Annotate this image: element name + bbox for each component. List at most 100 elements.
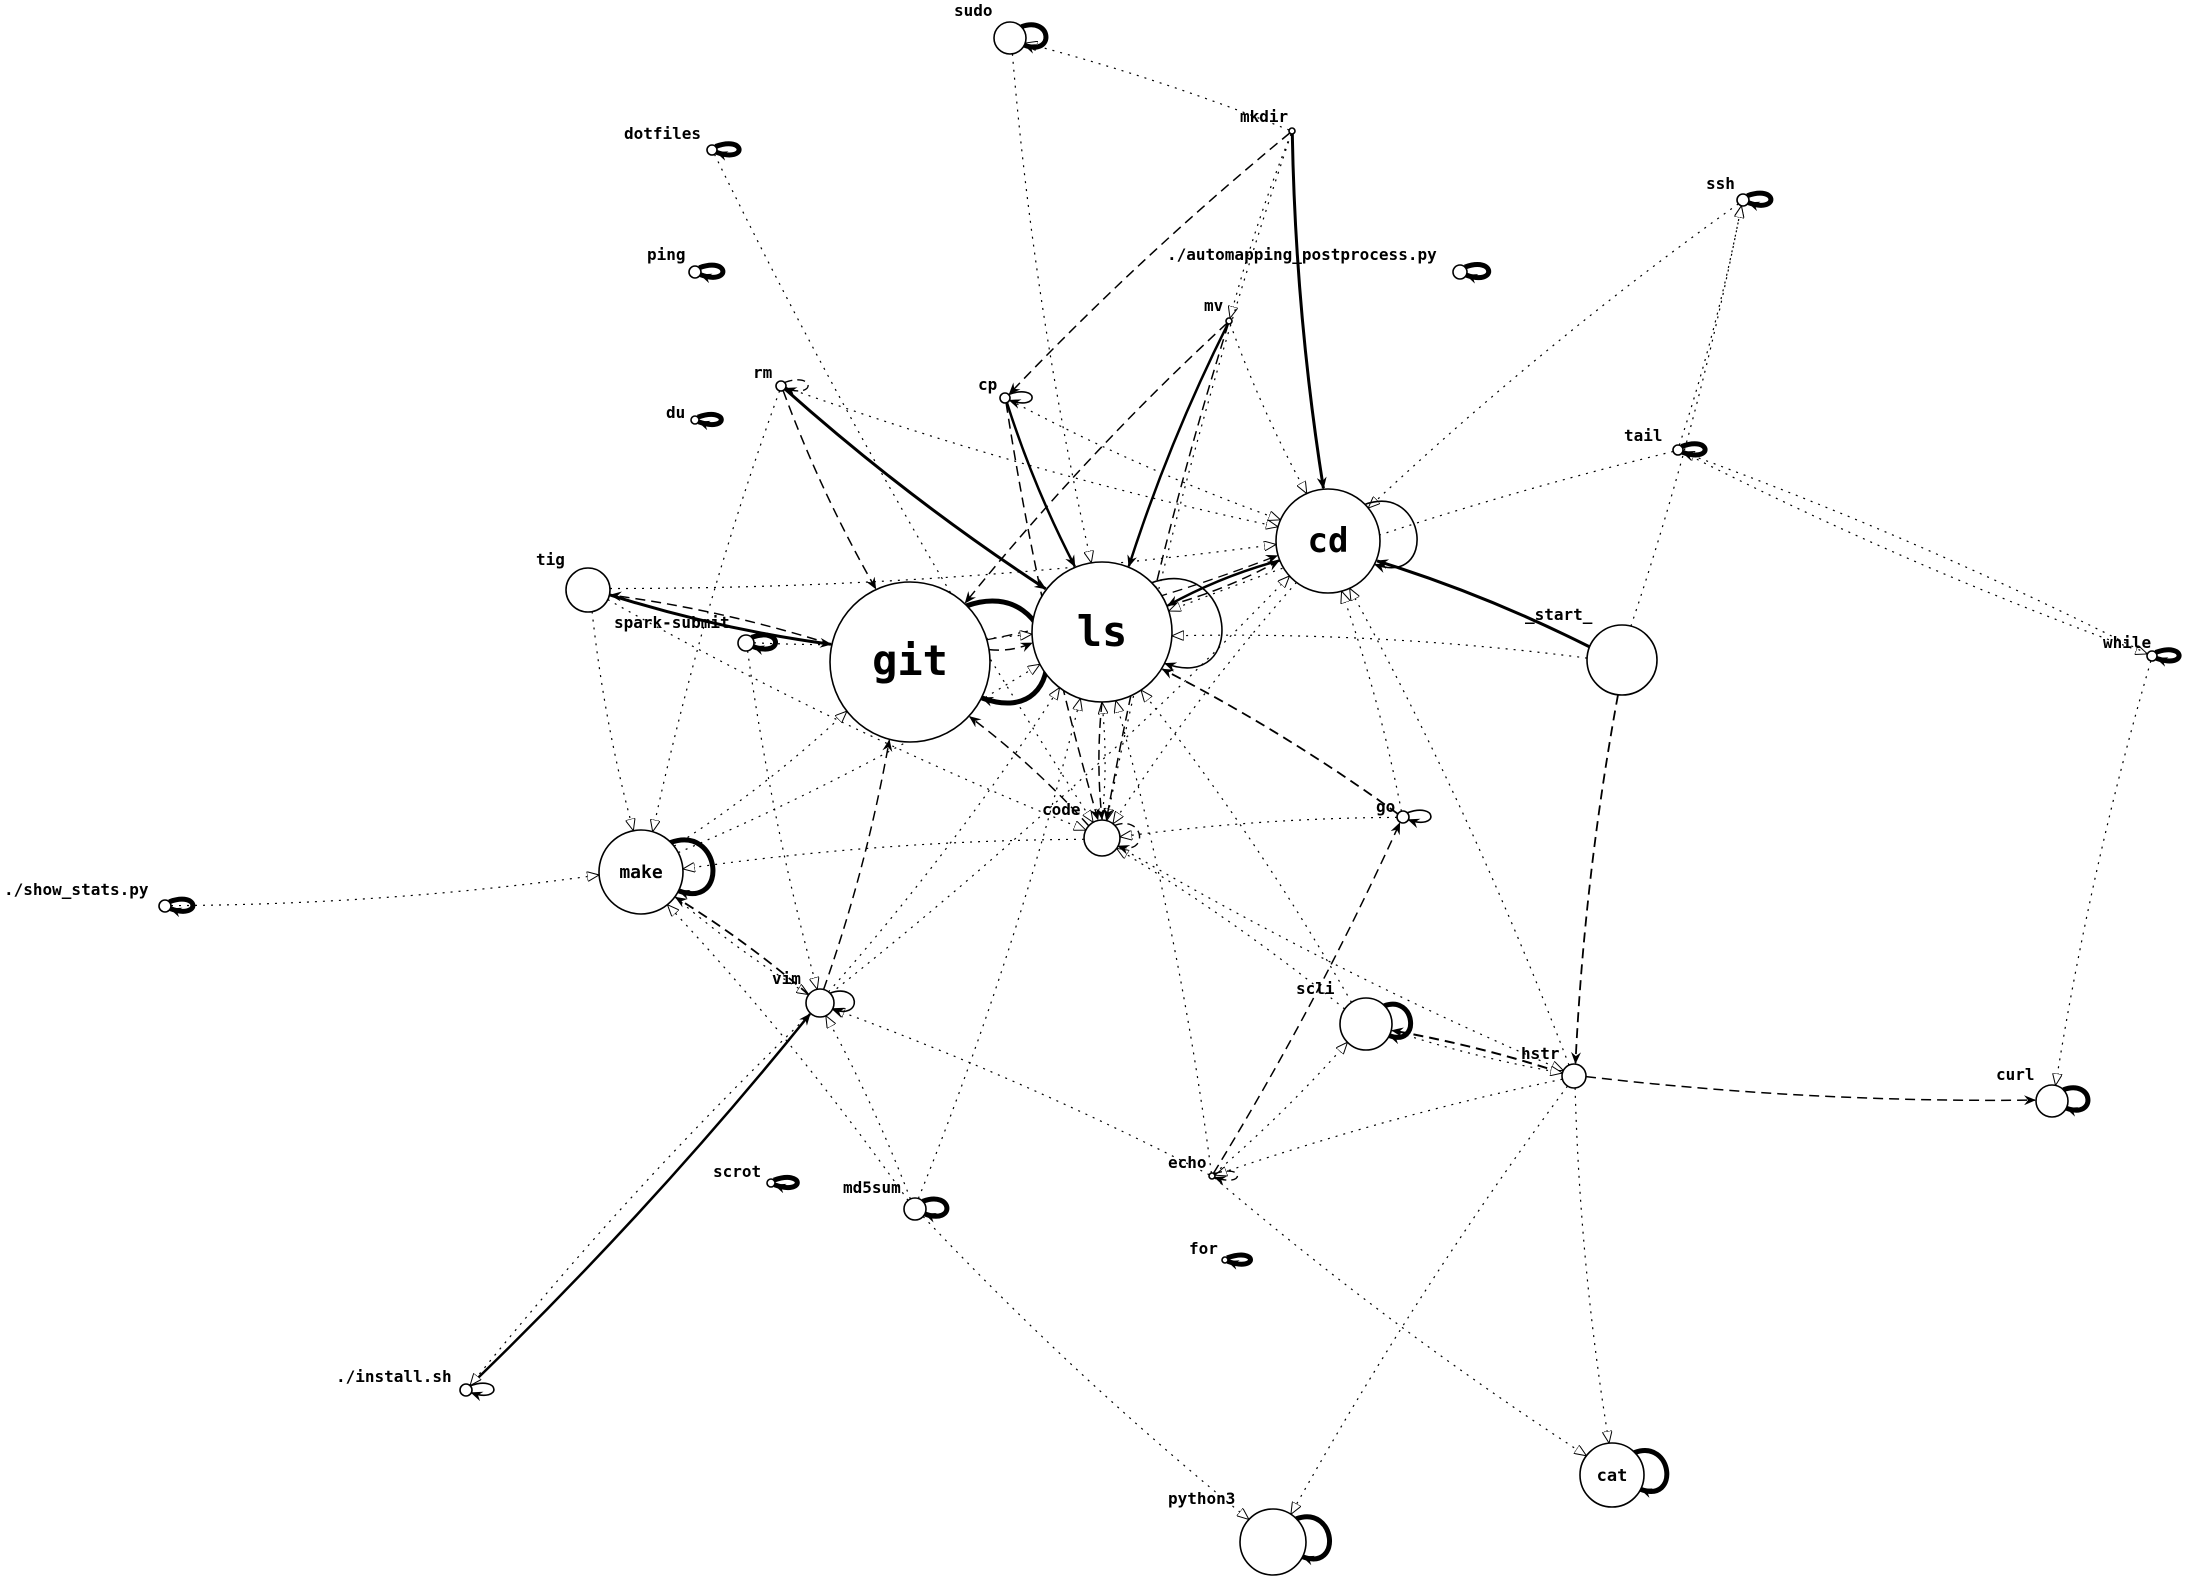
self-loop-automapping: [1464, 262, 1492, 284]
self-loop-ping: [698, 262, 726, 284]
self-loop-curl: [2062, 1085, 2091, 1117]
node-cp: [999, 392, 1011, 404]
edge-code-to-make: [684, 838, 1085, 869]
edge-echo-to-ls: [1116, 702, 1212, 1174]
edge-hstr-to-echo: [1216, 1078, 1563, 1175]
edge-tail-to-ssh: [1678, 207, 1741, 446]
node-start: [1586, 624, 1658, 696]
node-label-cd: cd: [1308, 521, 1349, 561]
node-md5sum: [903, 1197, 927, 1221]
self-loop-scrot: [772, 1174, 800, 1194]
self-loop-go: [1406, 809, 1432, 829]
node-label-rm: rm: [753, 363, 773, 382]
self-loop-make: [669, 837, 716, 900]
edge-dotfiles-to-code: [713, 154, 1093, 821]
edge-hstr-to-curl: [1585, 1075, 2036, 1106]
edge-echo-to-vim: [834, 1009, 1210, 1176]
edge-start-to-ls: [1173, 635, 1588, 659]
node-label-mkdir: mkdir: [1240, 107, 1288, 126]
edge-ls-to-cd: [1166, 560, 1280, 607]
self-loop-showstats: [168, 896, 196, 918]
edge-git-to-ls: [988, 642, 1033, 653]
node-label-automapping: ./automapping_postprocess.py: [1167, 245, 1437, 264]
self-loop-scli: [1383, 1001, 1414, 1045]
node-du: [690, 415, 700, 425]
edge-go-to-ls: [1161, 668, 1399, 815]
node-ssh: [1736, 193, 1750, 207]
node-label-vim: vim: [772, 969, 801, 988]
edge-code-to-git: [968, 716, 1090, 827]
node-make: [598, 829, 684, 915]
self-loop-echo: [1213, 1170, 1239, 1186]
node-scrot: [766, 1178, 776, 1188]
node-cd: [1275, 488, 1381, 594]
self-loop-for: [1226, 1252, 1253, 1270]
node-label-curl: curl: [1996, 1065, 2035, 1084]
node-label-start: _start_: [1525, 605, 1593, 624]
node-mv: [1225, 317, 1233, 325]
node-for: [1221, 1256, 1229, 1264]
self-loop-cp: [1008, 391, 1033, 409]
self-loop-rm: [784, 379, 809, 397]
self-loop-code: [1114, 822, 1141, 855]
edge-echo-to-go: [1212, 822, 1401, 1174]
edge-cd-to-ls: [1167, 559, 1281, 607]
node-ls: [1031, 561, 1173, 703]
edge-vim-to-install: [471, 1012, 812, 1385]
edge-while-to-tail: [1684, 452, 2148, 655]
edge-showstats-to-make: [170, 875, 598, 907]
edge-git-to-tig: [609, 591, 833, 646]
node-label-git: git: [872, 636, 948, 685]
edge-md5sum-to-python3: [922, 1216, 1248, 1519]
edge-rm-to-ls: [784, 387, 1047, 591]
node-code: [1083, 819, 1121, 857]
self-loop-cat: [1633, 1448, 1670, 1498]
node-label-tig: tig: [536, 550, 565, 569]
edge-md5sum-to-vim: [826, 1017, 911, 1200]
node-label-install: ./install.sh: [336, 1367, 452, 1386]
self-loop-vim: [829, 990, 856, 1018]
edge-mkdir-to-cp: [1008, 132, 1291, 395]
edge-mv-to-cd: [1229, 323, 1306, 493]
edge-mv-to-code: [1103, 323, 1230, 821]
self-loop-while: [2154, 647, 2182, 667]
edge-install-to-vim: [469, 1013, 811, 1387]
node-showstats: [158, 899, 172, 913]
edge-mv-to-git: [964, 322, 1228, 604]
edge-spark-to-vim: [747, 650, 817, 989]
node-curl: [2035, 1084, 2069, 1118]
node-ping: [688, 265, 702, 279]
edge-go-to-code: [1121, 816, 1398, 836]
self-loop-cd: [1364, 500, 1418, 573]
edge-md5sum-to-make: [668, 905, 909, 1201]
node-label-while: while: [2103, 633, 2151, 652]
self-loop-md5sum: [921, 1196, 950, 1223]
edge-vim-to-git: [822, 739, 893, 990]
edge-tig-to-cd: [609, 545, 1275, 590]
node-mkdir: [1288, 127, 1296, 135]
edge-start-to-cd: [1376, 559, 1591, 649]
edge-sudo-to-ls: [1011, 53, 1091, 562]
self-loop-spark: [750, 632, 778, 656]
edge-tig-to-git: [609, 593, 832, 648]
node-label-ping: ping: [647, 245, 686, 264]
edge-hstr-to-cd: [1350, 589, 1570, 1066]
self-loop-dotfiles: [714, 141, 742, 161]
edge-echo-to-cat: [1214, 1177, 1585, 1455]
node-python3: [1239, 1508, 1307, 1576]
edge-ls-to-code: [1095, 701, 1106, 820]
node-label-tail: tail: [1624, 426, 1663, 445]
node-label-md5sum: md5sum: [843, 1178, 901, 1197]
self-loop-sudo: [1020, 22, 1049, 54]
node-label-scli: scli: [1296, 979, 1335, 998]
edge-make-to-vim: [674, 896, 808, 994]
node-label-spark: spark-submit: [614, 613, 730, 632]
node-label-du: du: [666, 403, 685, 422]
node-tig: [565, 567, 611, 613]
edge-go-to-cd: [1342, 592, 1402, 812]
node-automapping: [1452, 264, 1468, 280]
node-label-cat: cat: [1597, 1466, 1628, 1486]
node-label-ssh: ssh: [1706, 174, 1735, 193]
edge-hstr-to-cat: [1574, 1087, 1609, 1442]
